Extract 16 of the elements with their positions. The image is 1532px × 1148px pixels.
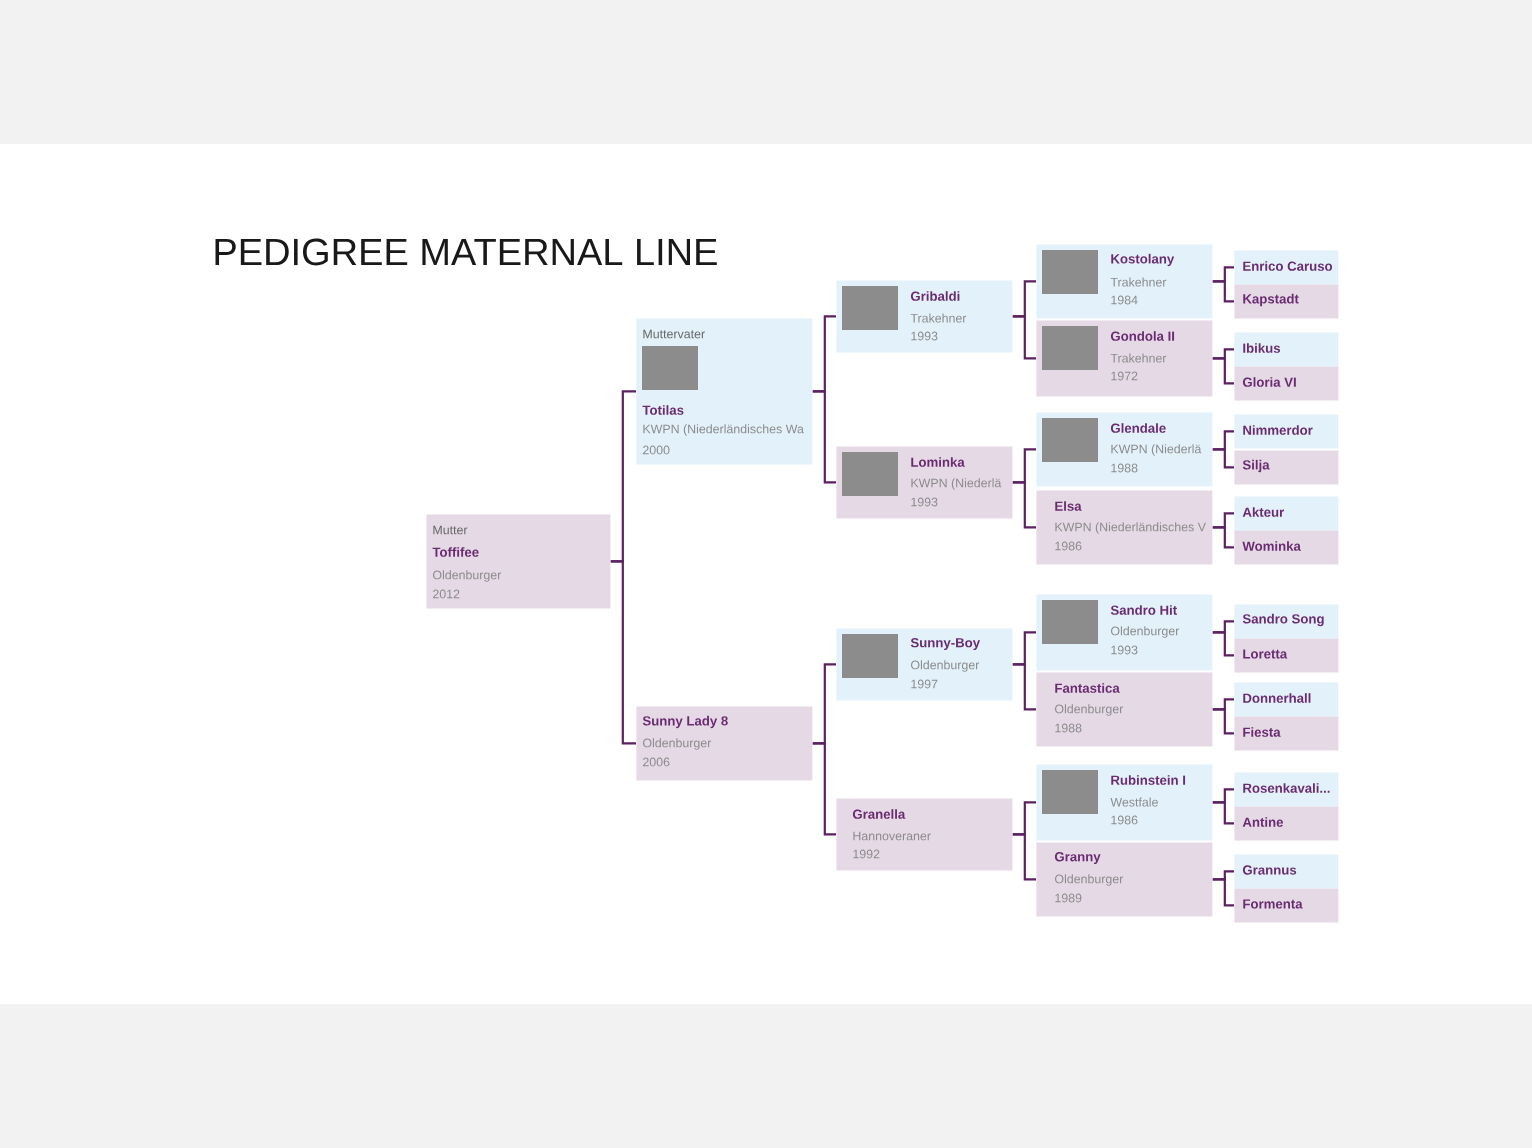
bracket-line: [1212, 801, 1234, 825]
bracket-line: [1012, 481, 1036, 529]
bracket-line: [1012, 663, 1036, 711]
bracket-line: [610, 560, 636, 745]
bracket-line: [1212, 526, 1234, 549]
bracket-line: [1212, 280, 1234, 303]
bracket-line: [1212, 448, 1234, 469]
bracket-line: [812, 390, 836, 484]
title: PEDIGREE MATERNAL LINE: [215, 238, 717, 266]
bracket-line: [812, 742, 836, 836]
bracket-line: [1212, 357, 1234, 385]
bracket-line: [1012, 833, 1036, 881]
bracket-line: [1212, 631, 1234, 657]
bracket-line: [1012, 315, 1036, 360]
bracket-line: [1212, 878, 1234, 907]
bracket-line: [1212, 708, 1234, 735]
